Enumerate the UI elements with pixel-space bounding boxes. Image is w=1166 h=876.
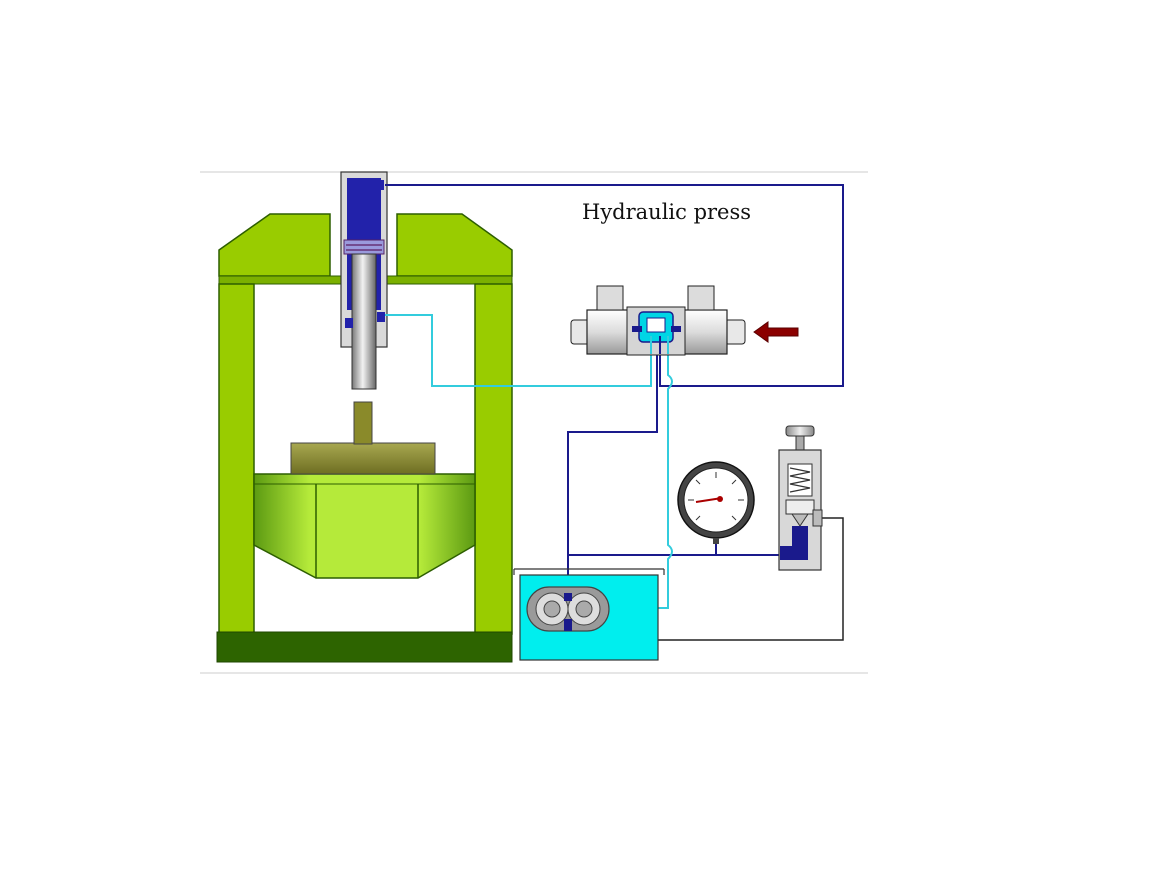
diagram-border	[200, 171, 868, 674]
diagram-title: Hydraulic press	[582, 200, 752, 224]
press-frame	[216, 213, 513, 663]
actuation-arrow	[753, 321, 799, 343]
workpiece	[290, 401, 436, 475]
directional-valve	[570, 285, 746, 356]
return-line	[385, 314, 673, 609]
gear-pump	[526, 586, 610, 632]
pressure-line	[385, 184, 844, 593]
drain-line	[658, 517, 844, 641]
relief-valve	[778, 425, 823, 571]
hydraulic-cylinder	[340, 171, 388, 390]
pressure-gauge	[677, 461, 755, 544]
press-table	[253, 473, 476, 579]
